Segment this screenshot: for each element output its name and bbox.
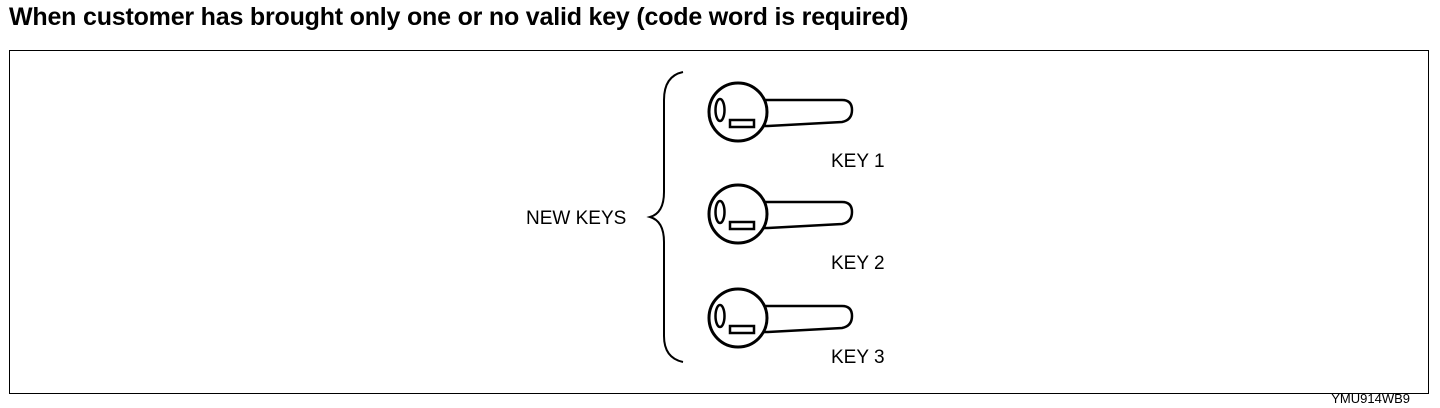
page-title: When customer has brought only one or no… [9, 3, 909, 31]
key-1-label: KEY 1 [831, 151, 885, 172]
figure-reference-code: YMU914WB9 [1331, 391, 1410, 406]
grouping-brace [646, 71, 684, 363]
new-keys-label: NEW KEYS [526, 208, 627, 229]
diagram-frame [9, 50, 1429, 394]
key-3-label: KEY 3 [831, 347, 885, 368]
key-icon [707, 183, 854, 245]
key-icon [707, 81, 854, 143]
key-icon [707, 287, 854, 349]
key-2-label: KEY 2 [831, 253, 885, 274]
